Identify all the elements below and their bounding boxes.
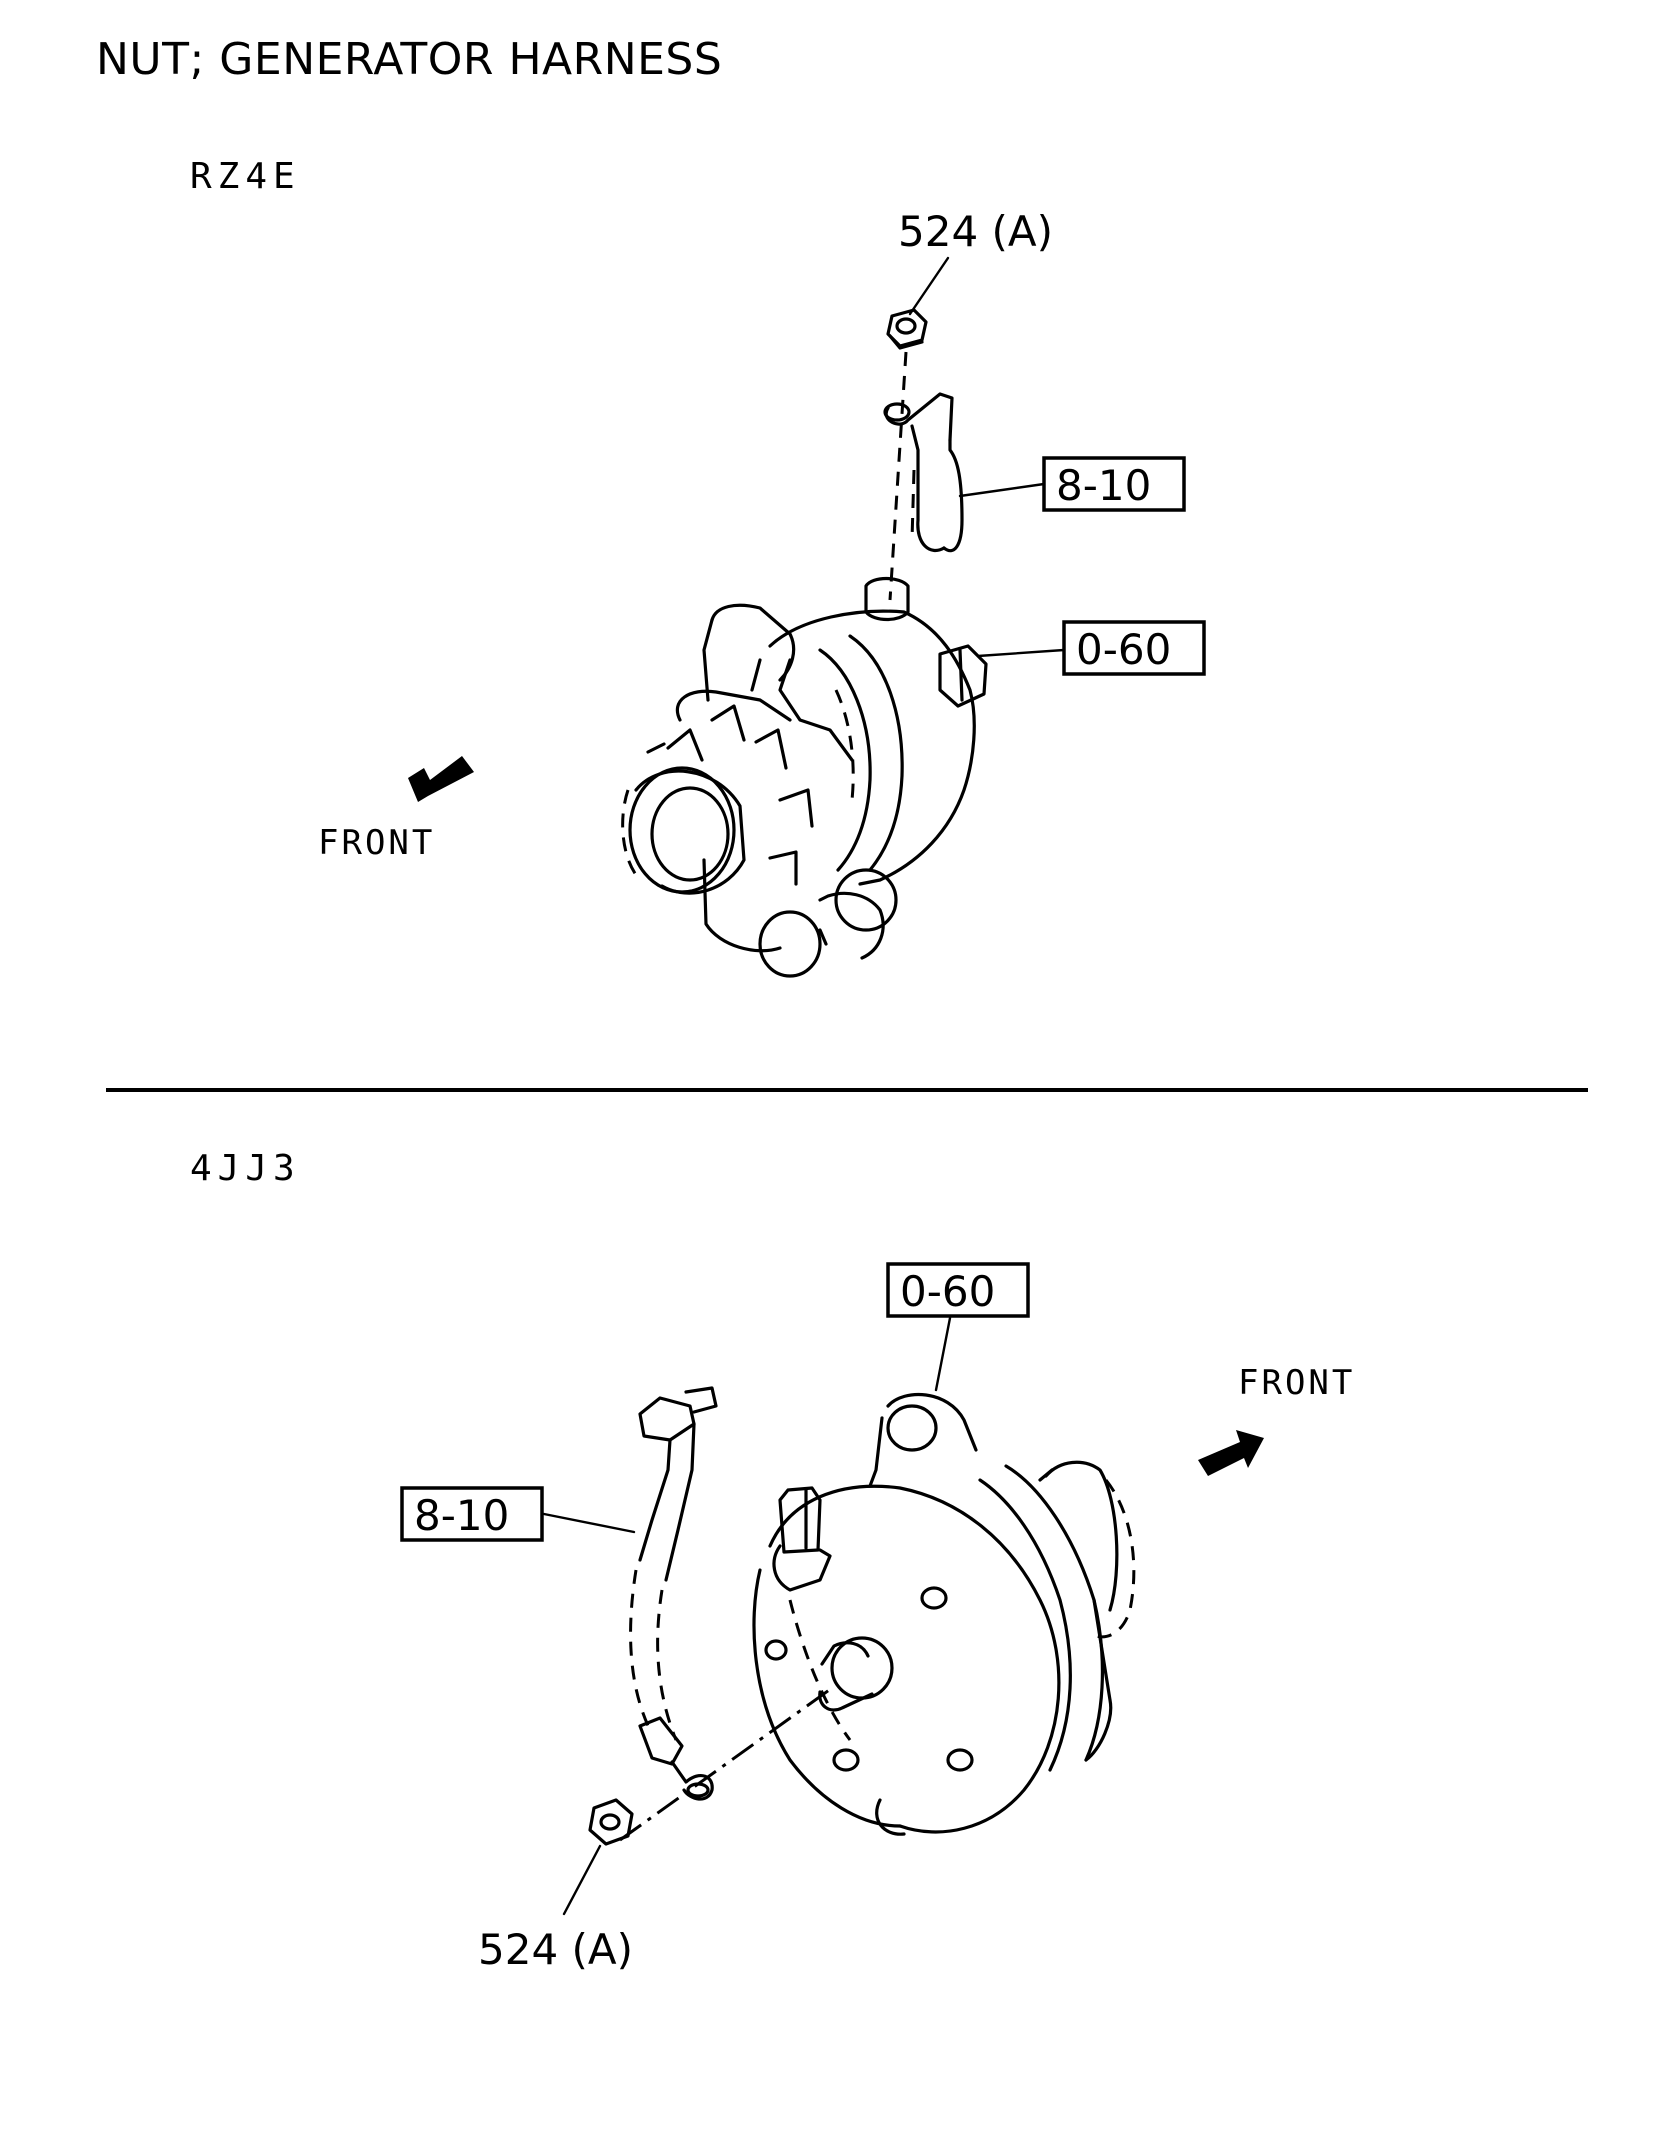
stud-centerline-b	[619, 1686, 833, 1842]
nut-icon-a[interactable]	[886, 308, 928, 350]
generator-leader-b	[934, 1316, 952, 1392]
section-divider	[106, 1088, 1588, 1092]
section-4jj3-drawing: 0-60 8-10 524 (A)	[400, 1262, 1355, 1974]
page-title: NUT; GENERATOR HARNESS	[96, 34, 723, 85]
section-rz4e-drawing: 524 (A) 8-10 0-60	[318, 207, 1206, 978]
front-arrow-icon-a	[408, 756, 474, 802]
generator-leader-a	[976, 648, 1066, 658]
nut-callout-b[interactable]: 524 (A)	[478, 1925, 633, 1974]
harness-leader-b	[542, 1512, 636, 1534]
harness-callout-a[interactable]: 8-10	[1056, 461, 1151, 510]
engine-code-4jj3: 4JJ3	[190, 1148, 301, 1189]
generator-callout-b[interactable]: 0-60	[900, 1267, 995, 1316]
generator-icon-a[interactable]	[621, 576, 988, 978]
front-label-b: FRONT	[1238, 1363, 1355, 1403]
engine-code-rz4e: RZ4E	[190, 156, 301, 197]
front-arrow-icon-b	[1198, 1430, 1264, 1476]
generator-callout-a[interactable]: 0-60	[1076, 625, 1171, 674]
generator-icon-b[interactable]	[752, 1393, 1136, 1836]
nut-callout-a[interactable]: 524 (A)	[898, 207, 1053, 256]
generator-callout-box-b[interactable]	[886, 1262, 1030, 1318]
nut-leader-a	[908, 256, 950, 316]
harness-callout-box-a[interactable]	[1042, 456, 1186, 512]
nut-leader-b	[562, 1844, 602, 1916]
nut-icon-b[interactable]	[588, 1798, 634, 1846]
harness-callout-b[interactable]: 8-10	[414, 1491, 509, 1540]
front-label-a: FRONT	[318, 823, 435, 863]
generator-callout-box-a[interactable]	[1062, 620, 1206, 676]
stud-centerline-a	[888, 351, 908, 601]
harness-terminal-a[interactable]	[883, 392, 964, 553]
harness-leader-a	[958, 482, 1046, 498]
harness-cable-b[interactable]	[629, 1386, 718, 1801]
harness-callout-box-b[interactable]	[400, 1486, 544, 1542]
